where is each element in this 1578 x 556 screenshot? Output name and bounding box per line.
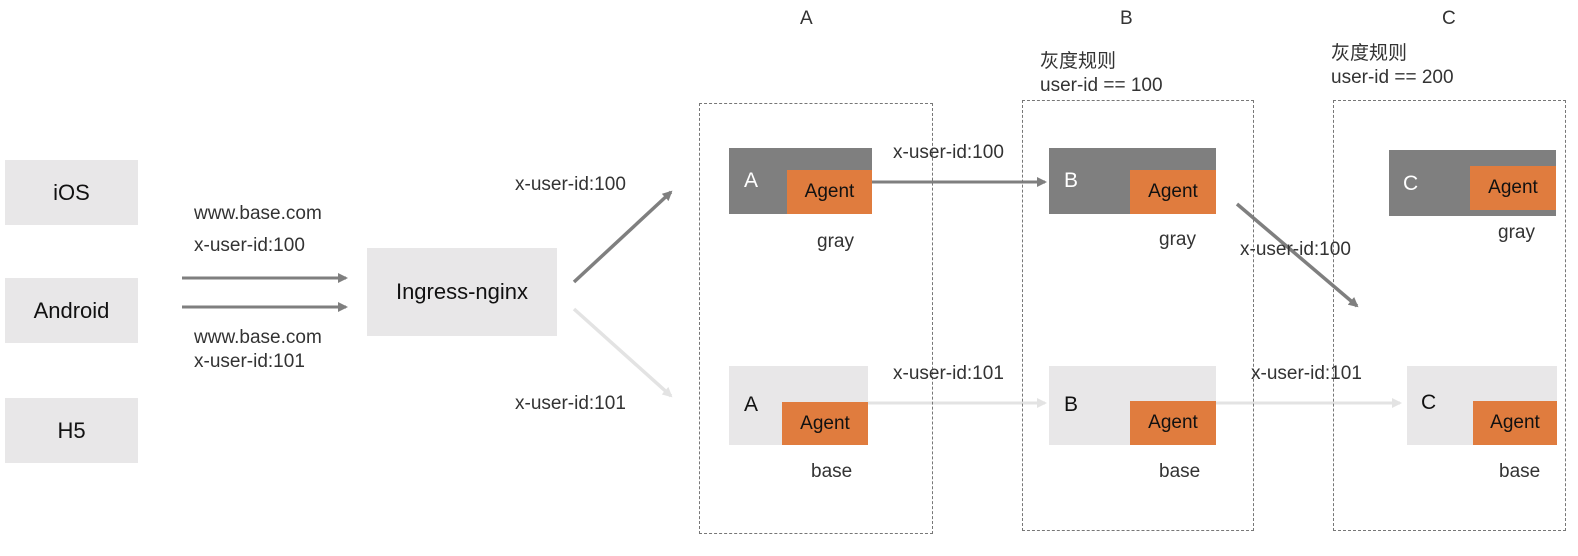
service-a-gray: A Agent [729,148,872,214]
column-header-a: A [800,8,813,29]
service-c-gray-agent: Agent [1470,166,1556,210]
service-a-gray-env: gray [817,231,854,252]
client-android: Android [5,278,138,343]
rule-c-title: 灰度规则 [1331,43,1408,64]
gray-request-host: www.base.com [194,203,322,224]
b-to-c-base-flow-label: x-user-id:101 [1251,363,1362,384]
b-to-c-gray-flow-label: x-user-id:100 [1240,239,1351,260]
app-c-container [1333,100,1566,531]
ingress-to-base-arrow [572,307,673,398]
ingress-nginx: Ingress-nginx [367,248,557,336]
service-c-gray: C Agent [1389,150,1556,216]
service-a-base-env: base [811,461,853,482]
ingress-base-flow-label: x-user-id:101 [515,393,626,414]
service-a-gray-agent-label: Agent [804,181,855,202]
base-request-header: x-user-id:101 [194,351,305,372]
service-b-gray-agent-label: Agent [1148,181,1198,202]
service-a-gray-letter: A [744,169,759,192]
column-header-b: B [1120,8,1133,29]
ingress-gray-flow-label: x-user-id:100 [515,174,626,195]
a-to-b-base-flow-label: x-user-id:101 [893,363,1004,384]
service-a-base-agent-label: Agent [800,412,850,434]
service-b-base-agent: Agent [1130,401,1216,445]
client-android-label: Android [33,297,110,323]
client-ios: iOS [5,160,138,225]
ingress-label: Ingress-nginx [395,279,529,304]
service-a-base-letter: A [744,393,759,416]
service-c-gray-agent-label: Agent [1488,177,1538,198]
service-c-gray-letter: C [1403,172,1419,195]
service-c-gray-env: gray [1498,222,1535,243]
service-a-base: A Agent [729,366,868,445]
service-b-base: B Agent [1049,366,1216,445]
rule-b-title: 灰度规则 [1040,51,1117,72]
service-b-base-agent-label: Agent [1148,412,1198,433]
app-a-container [699,103,933,534]
service-c-base: C Agent [1407,366,1557,445]
service-b-gray-env: gray [1159,229,1196,250]
service-a-gray-agent: Agent [787,170,872,214]
service-a-base-agent: Agent [782,402,868,445]
service-c-base-agent: Agent [1473,401,1557,445]
service-c-base-env: base [1499,461,1541,482]
ingress-to-gray-arrow [572,190,673,284]
rule-c-expr: user-id == 200 [1331,67,1454,88]
service-b-gray-agent: Agent [1130,170,1216,214]
client-ios-label: iOS [53,179,90,205]
service-b-base-env: base [1159,461,1201,482]
service-b-gray-letter: B [1064,169,1079,192]
rule-b-expr: user-id == 100 [1040,75,1163,96]
base-request-host: www.base.com [194,327,322,348]
service-b-base-letter: B [1064,393,1079,416]
service-c-base-letter: C [1421,391,1437,414]
client-h5-label: H5 [57,417,86,443]
app-b-container [1022,100,1254,531]
client-h5: H5 [5,398,138,463]
column-header-c: C [1442,8,1456,29]
a-to-b-gray-flow-label: x-user-id:100 [893,142,1004,163]
service-b-gray: B Agent [1049,148,1216,214]
b-to-c-gray-arrow [1235,202,1359,308]
service-c-base-agent-label: Agent [1490,412,1540,433]
gray-request-header: x-user-id:100 [194,235,305,256]
